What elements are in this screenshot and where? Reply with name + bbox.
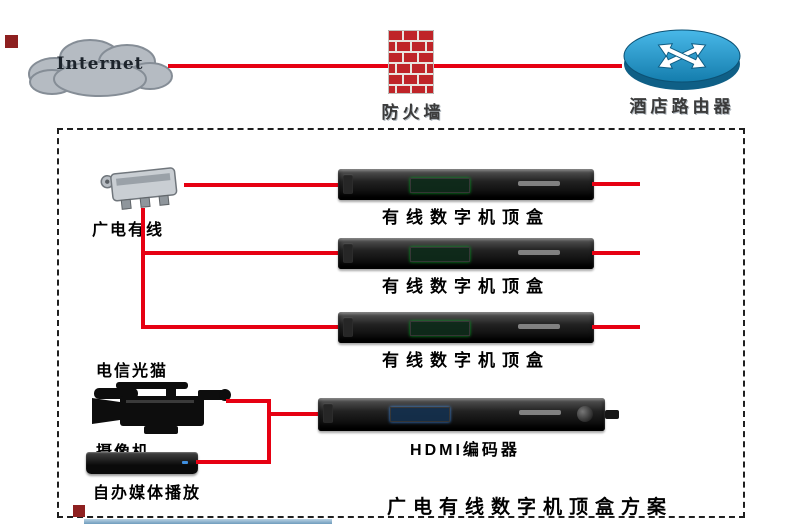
link-media-bus: [196, 460, 270, 464]
stb3-logo: [518, 324, 560, 329]
internet-cloud-icon: [28, 39, 173, 97]
encoder-knob: [577, 406, 593, 422]
artifact-red-square-top: [5, 35, 18, 48]
link-source-bus: [267, 399, 271, 464]
firewall-label: 防火墙: [381, 103, 445, 122]
link-stb3-out: [592, 325, 640, 329]
stb2-logo: [518, 250, 560, 255]
media-player-label: 自办媒体播放: [92, 485, 201, 502]
encoder-logo: [519, 410, 561, 415]
stb-device-2: [338, 238, 594, 269]
link-splitter-stb1: [184, 183, 340, 187]
link-camera-bus: [226, 399, 270, 403]
stb-device-3: [338, 312, 594, 343]
hotel-router-icon: [623, 29, 741, 90]
link-trunk-stb3: [141, 325, 340, 329]
stb-label-1: 有线数字机顶盒: [382, 208, 550, 227]
encoder-display: [390, 407, 450, 422]
stb1-display: [410, 178, 470, 193]
solution-boundary-box: [57, 128, 745, 518]
stb1-front-cap: [343, 174, 353, 194]
stb-label-2: 有线数字机顶盒: [382, 277, 550, 296]
hdmi-encoder-device: [318, 398, 619, 431]
link-stb2-out: [592, 251, 640, 255]
stb3-display: [410, 321, 470, 336]
stb2-display: [410, 247, 470, 262]
link-stb1-out: [592, 182, 640, 186]
stb-device-1: [338, 169, 594, 200]
catv-splitter-icon: [100, 167, 178, 210]
encoder-front-cap: [323, 403, 333, 423]
stb-label-3: 有线数字机顶盒: [382, 351, 550, 370]
stb1-logo: [518, 181, 560, 186]
link-internet-firewall: [168, 64, 388, 68]
internet-label: Internet: [56, 54, 144, 74]
firewall-icon: [388, 30, 434, 94]
link-trunk-stb2: [141, 251, 340, 255]
link-firewall-router: [434, 64, 622, 68]
bottom-cropped-strip: [84, 519, 332, 524]
telecom-modem-label: 电信光猫: [96, 363, 169, 380]
stb3-front-cap: [343, 317, 353, 337]
solution-caption: 广电有线数字机顶盒方案: [386, 497, 673, 518]
hdmi-encoder-label: HDMI编码器: [410, 442, 520, 459]
link-bus-encoder: [269, 412, 318, 416]
hotel-router-label: 酒店路由器: [629, 97, 735, 116]
artifact-red-square-bottom: [73, 505, 85, 517]
link-splitter-trunk: [141, 208, 145, 329]
stb2-front-cap: [343, 243, 353, 263]
camera-icon: [92, 382, 231, 434]
media-player-device: [86, 452, 198, 474]
